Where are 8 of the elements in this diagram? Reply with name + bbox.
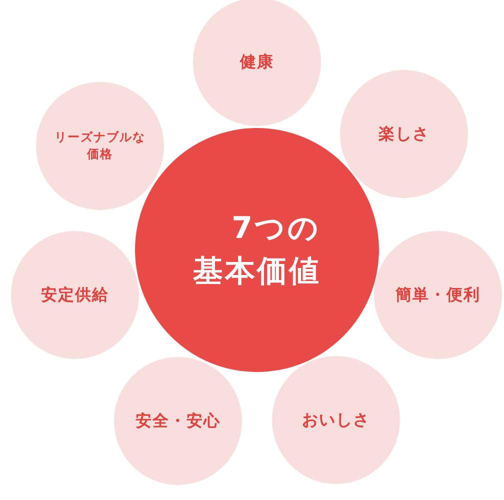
value-label: 健康 — [240, 51, 274, 74]
value-label: リーズナブルな価格 — [53, 128, 146, 163]
value-label: おいしさ — [302, 409, 370, 432]
value-label: 簡単・便利 — [396, 284, 480, 306]
value-label: 安全・安心 — [136, 410, 220, 432]
value-label: 楽しさ — [378, 123, 430, 146]
value-label: 安定供給 — [41, 284, 109, 306]
center-title: 7つの基本価値 — [192, 210, 322, 291]
